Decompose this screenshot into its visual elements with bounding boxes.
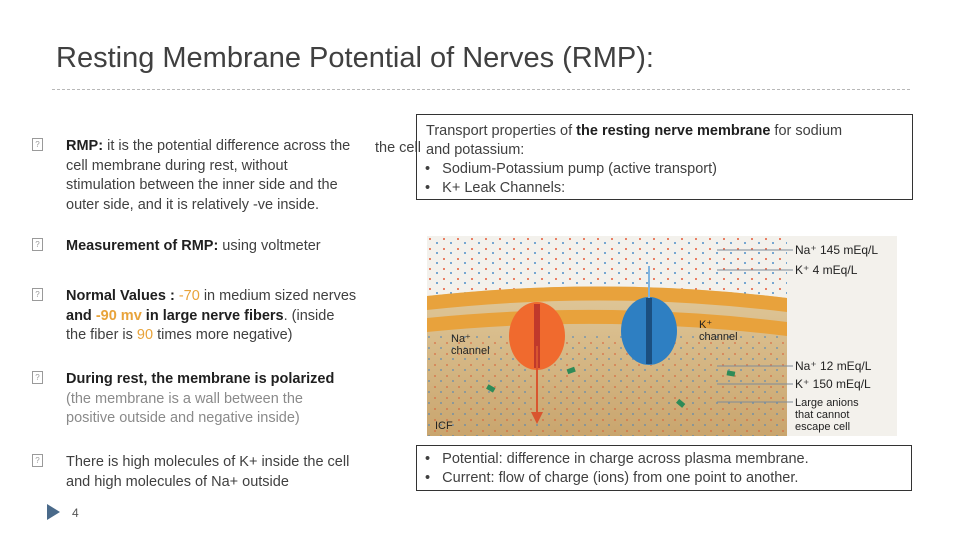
bullet-box-icon: ? — [32, 238, 43, 251]
label-line: K⁺ — [699, 319, 712, 331]
icf-ions — [427, 336, 787, 436]
bullet-measurement: ? Measurement of RMP: using voltmeter — [32, 237, 366, 257]
bullet-text: it is the potential difference across th… — [66, 138, 351, 213]
membrane-diagram: Na⁺ 145 mEq/L K⁺ 4 mEq/L Na⁺ 12 mEq/L K⁺… — [427, 236, 897, 436]
label-line: Na⁺ — [451, 333, 471, 345]
label-na-out: Na⁺ 145 mEq/L — [795, 243, 878, 257]
k-channel-pore — [646, 298, 652, 364]
bullet-text: times more negative) — [153, 327, 293, 343]
bullet-label: Measurement of RMP: — [66, 238, 219, 254]
value-70: -70 — [178, 288, 200, 304]
list-item-text: K+ Leak Channels: — [442, 180, 566, 196]
page-number: 4 — [72, 506, 79, 520]
label-k-in: K⁺ 150 mEq/L — [795, 377, 871, 391]
bullet-label: During rest, the membrane is polarized — [66, 371, 335, 387]
list-item-text: Potential: difference in charge across p… — [442, 451, 809, 467]
value-90: 90 — [136, 327, 154, 343]
anion — [486, 384, 496, 393]
list-item: • Sodium-Potassium pump (active transpor… — [425, 161, 717, 177]
label-k-out: K⁺ 4 mEq/L — [795, 263, 858, 277]
label-na-in: Na⁺ 12 mEq/L — [795, 359, 872, 373]
bullet-text: There is high molecules of K+ inside the… — [66, 454, 350, 490]
bullet-rmp-definition: ? RMP: it is the potential difference ac… — [32, 137, 358, 215]
definitions-box: • Potential: difference in charge across… — [416, 445, 912, 491]
bullet-polarized: ? During rest, the membrane is polarized… — [32, 370, 336, 429]
na-channel-pore — [534, 304, 540, 368]
bullet-box-icon: ? — [32, 454, 43, 467]
box-heading-line2: and potassium: — [426, 142, 525, 158]
anion — [676, 398, 686, 408]
label-line: that cannot — [795, 409, 849, 421]
label-line: channel — [699, 331, 738, 343]
bullet-box-icon: ? — [32, 288, 43, 301]
bullet-box-icon: ? — [32, 138, 43, 151]
bullet-text: (the membrane is a wall between the posi… — [66, 390, 303, 427]
bullet-text-bold: in large nerve fibers — [141, 307, 284, 324]
label-line: channel — [451, 345, 490, 357]
anion — [726, 370, 736, 377]
label-na-channel: Na⁺channel — [451, 333, 490, 357]
label-line: escape cell — [795, 421, 850, 433]
box-heading-part: Transport properties of — [426, 123, 577, 139]
box-heading-part: for sodium — [770, 123, 843, 139]
label-k-channel: K⁺channel — [699, 319, 738, 343]
bullet-text-bold: and — [66, 307, 96, 324]
na-arrowhead — [531, 412, 543, 424]
title-divider — [52, 89, 910, 90]
bullet-text: . (inside the fiber is — [66, 307, 335, 344]
value-90mv: -90 mv — [95, 307, 142, 324]
bullet-text: in medium sized nerves — [199, 288, 357, 304]
membrane-outer-layer — [427, 286, 787, 312]
box-heading-bold: the resting nerve membrane — [576, 123, 771, 139]
label-icf: ICF — [435, 420, 453, 432]
box-heading: Transport properties of the resting nerv… — [426, 122, 842, 141]
bullet-label: RMP: — [66, 138, 104, 154]
slide-title: Resting Membrane Potential of Nerves (RM… — [56, 42, 654, 74]
list-item: • Current: flow of charge (ions) from on… — [425, 470, 799, 486]
list-item-text: Sodium-Potassium pump (active transport) — [442, 161, 717, 177]
slide-pointer-icon — [47, 504, 60, 520]
transport-properties-box: Transport properties of the resting nerv… — [416, 114, 913, 200]
list-item: • K+ Leak Channels: — [425, 180, 566, 196]
bullet-text: using voltmeter — [218, 238, 321, 254]
bullet-normal-values: ? Normal Values : -70 in medium sized ne… — [32, 287, 358, 346]
list-item: • Potential: difference in charge across… — [425, 451, 809, 467]
ecf-ions — [427, 236, 787, 296]
bullet-ion-concentration: ? There is high molecules of K+ inside t… — [32, 453, 356, 492]
anion — [566, 366, 576, 375]
list-item-text: Current: flow of charge (ions) from one … — [442, 470, 799, 486]
label-line: Large anions — [795, 397, 859, 409]
bullet-box-icon: ? — [32, 371, 43, 384]
bullet-label: Normal Values : — [66, 288, 179, 304]
box-prefix-text: the cell — [375, 140, 421, 156]
